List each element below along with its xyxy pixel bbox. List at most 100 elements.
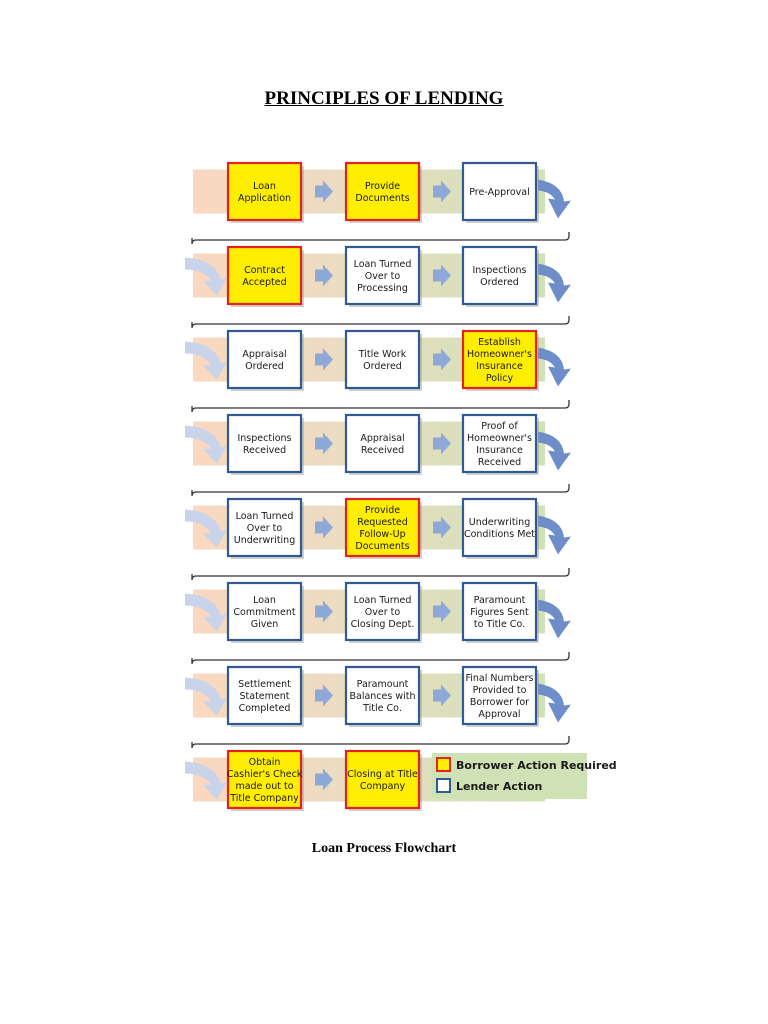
curl-down-arrow-icon — [538, 179, 571, 219]
right-arrow-icon — [433, 264, 451, 287]
step-label-line: Borrower for — [470, 697, 529, 708]
right-arrow-icon — [315, 432, 333, 455]
step-label-line: Appraisal — [360, 433, 404, 444]
curl-down-arrow-icon — [538, 599, 571, 639]
step-label-line: Closing at Title — [347, 769, 418, 780]
lender-step-box — [461, 161, 538, 222]
flow-row: LoanApplicationProvideDocumentsPre-Appro… — [191, 161, 571, 245]
lender-step-box — [461, 413, 538, 474]
step-label-line: Title Company — [229, 793, 299, 804]
lender-step-box — [344, 245, 421, 306]
step-label-line: Processing — [357, 283, 408, 294]
step-label-line: Homeowner's — [467, 433, 532, 444]
step-label-line: Paramount — [357, 679, 409, 690]
step-label-line: Provide — [365, 505, 400, 516]
step-label-line: Received — [243, 445, 286, 456]
step-label-line: Establish — [478, 337, 521, 348]
step-label-line: Balances with — [349, 691, 415, 702]
step-label-line: Title Work — [358, 349, 407, 360]
row-connector-line — [191, 484, 570, 497]
step-label-line: Ordered — [480, 277, 519, 288]
step-label-line: Title Co. — [362, 703, 402, 714]
step-label-line: Loan Turned — [354, 595, 412, 606]
step-label-line: Given — [251, 619, 279, 630]
right-arrow-icon — [433, 600, 451, 623]
step-label-line: Paramount — [474, 595, 526, 606]
right-arrow-icon — [433, 684, 451, 707]
lender-step-box — [461, 497, 538, 558]
step-label-line: Completed — [239, 703, 291, 714]
right-arrow-icon — [315, 768, 333, 791]
curl-in-arrow-icon — [185, 593, 227, 632]
lender-step-box — [226, 413, 303, 474]
lender-step-box — [461, 665, 538, 726]
step-label-line: Conditions Met — [464, 529, 535, 540]
step-label-line: Statement — [240, 691, 290, 702]
borrower-step-box — [226, 749, 303, 810]
step-label-line: Over to — [365, 607, 401, 618]
lender-step-box — [344, 329, 421, 390]
curl-in-arrow-icon — [185, 677, 227, 716]
step-label-line: Proof of — [481, 421, 518, 432]
row-connector-line — [191, 400, 570, 413]
step-label-line: Received — [361, 445, 404, 456]
lender-step-box — [344, 665, 421, 726]
right-arrow-icon — [315, 684, 333, 707]
step-label-line: Obtain — [249, 757, 281, 768]
step-label-line: Approval — [478, 709, 520, 720]
step-label-line: Insurance — [476, 361, 523, 372]
legend-band — [432, 753, 587, 799]
right-arrow-icon — [433, 180, 451, 203]
step-label-line: Accepted — [242, 277, 286, 288]
step-label-line: Documents — [355, 541, 409, 552]
borrower-step-box — [344, 497, 421, 558]
borrower-step-box — [226, 245, 303, 306]
step-label-line: made out to — [235, 781, 293, 792]
lender-step-box — [226, 329, 303, 390]
lender-step-box — [344, 581, 421, 642]
lender-step-box — [461, 581, 538, 642]
step-label-line: Final Numbers — [465, 673, 533, 684]
legend-label: Lender Action — [456, 780, 542, 793]
step-label-line: Documents — [355, 193, 409, 204]
step-label-line: Application — [238, 193, 291, 204]
step-label-line: Company — [360, 781, 406, 792]
step-label-line: Provided to — [473, 685, 527, 696]
step-label-line: to Title Co. — [474, 619, 525, 630]
step-label-line: Underwriting — [234, 535, 296, 546]
curl-down-arrow-icon — [538, 347, 571, 387]
borrower-step-box — [461, 329, 538, 390]
step-label-line: Over to — [247, 523, 283, 534]
step-label-line: Follow-Up — [359, 529, 405, 540]
legend-borrower-swatch — [436, 757, 451, 772]
step-label-line: Homeowner's — [467, 349, 532, 360]
row-connector-line — [191, 232, 570, 245]
step-label-line: Loan Turned — [236, 511, 294, 522]
lender-step-box — [344, 413, 421, 474]
curl-in-arrow-icon — [185, 425, 227, 464]
step-label-line: Insurance — [476, 445, 523, 456]
right-arrow-icon — [433, 348, 451, 371]
step-label-line: Received — [478, 457, 521, 468]
lender-step-box — [226, 581, 303, 642]
